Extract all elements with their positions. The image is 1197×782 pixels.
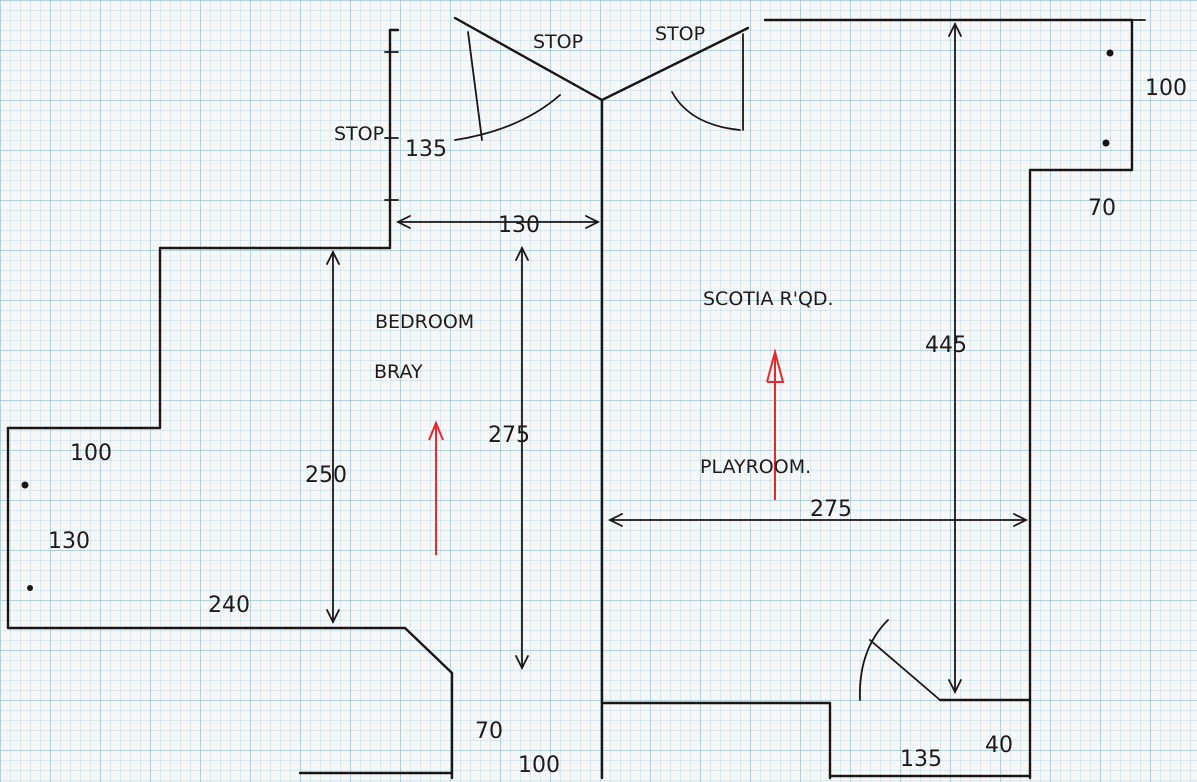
bay-window-lines <box>453 16 750 102</box>
left-wing-wall <box>6 426 454 780</box>
dimension-arrowhead <box>607 513 623 527</box>
dimension-arrowhead <box>326 249 340 265</box>
dim-275-mid: 275 <box>488 423 530 448</box>
left-swing-arc <box>454 94 561 141</box>
bedroom-label: BEDROOM <box>375 311 474 333</box>
door-arc <box>859 619 889 701</box>
scotia-label: SCOTIA R'QD. <box>703 288 834 310</box>
dim-135-bottom: 135 <box>900 747 942 772</box>
dim-275-horiz: 275 <box>810 497 852 522</box>
stop-label-top-left: STOP <box>533 31 583 53</box>
dim-40-bottom: 40 <box>985 733 1013 758</box>
dim-445: 445 <box>925 333 967 358</box>
right-swing-arc <box>671 91 741 131</box>
fixing-dot <box>27 585 33 591</box>
dimension-arrowhead <box>515 245 529 261</box>
dimension-lines <box>332 19 1146 693</box>
fixing-dot <box>1102 139 1110 147</box>
dim-240: 240 <box>208 593 250 618</box>
bay-window <box>384 16 750 201</box>
dim-130-left: 130 <box>48 529 90 554</box>
dimension-arrowhead <box>515 655 529 671</box>
dimension-arrowhead <box>585 215 601 229</box>
dim-130-top: 130 <box>498 213 540 238</box>
dimension-arrowhead <box>1013 513 1029 527</box>
dim-100-right: 100 <box>1145 76 1187 101</box>
dim-100-bottom: 100 <box>518 753 560 778</box>
dim-70-bottom: 70 <box>475 719 503 744</box>
fixing-dot <box>1106 49 1114 57</box>
dim-70-right: 70 <box>1088 196 1116 221</box>
dim-135-top: 135 <box>405 137 447 162</box>
walls <box>6 18 1134 780</box>
dimension-arrowhead <box>948 679 962 695</box>
dimension-arrowhead <box>326 609 340 625</box>
dimension-arrowhead <box>948 21 962 37</box>
direction-arrows <box>428 348 785 555</box>
door-leaf <box>869 639 941 701</box>
fixing-dot <box>21 481 29 489</box>
playroom-arrowhead <box>766 348 785 383</box>
left-upper-wall <box>6 28 392 430</box>
left-door-stop <box>467 31 483 141</box>
playroom-label: PLAYROOM. <box>700 456 811 478</box>
door-swing-bottom <box>859 619 941 701</box>
fixing-points <box>21 49 1114 591</box>
bedroom-label-line2: BRAY <box>374 361 423 383</box>
bottom-step-wall <box>600 701 832 780</box>
top-right-wall <box>763 18 1134 780</box>
stop-label-top-right: STOP <box>655 23 705 45</box>
dimension-arrowhead <box>395 215 411 229</box>
bedroom-arrowhead <box>428 420 444 441</box>
stop-label-side: STOP <box>334 123 384 145</box>
dim-100-left: 100 <box>70 441 112 466</box>
text-labels: STOP STOP STOP BEDROOM BRAY SCOTIA R'QD.… <box>48 23 1187 778</box>
dim-250: 250 <box>305 463 347 488</box>
